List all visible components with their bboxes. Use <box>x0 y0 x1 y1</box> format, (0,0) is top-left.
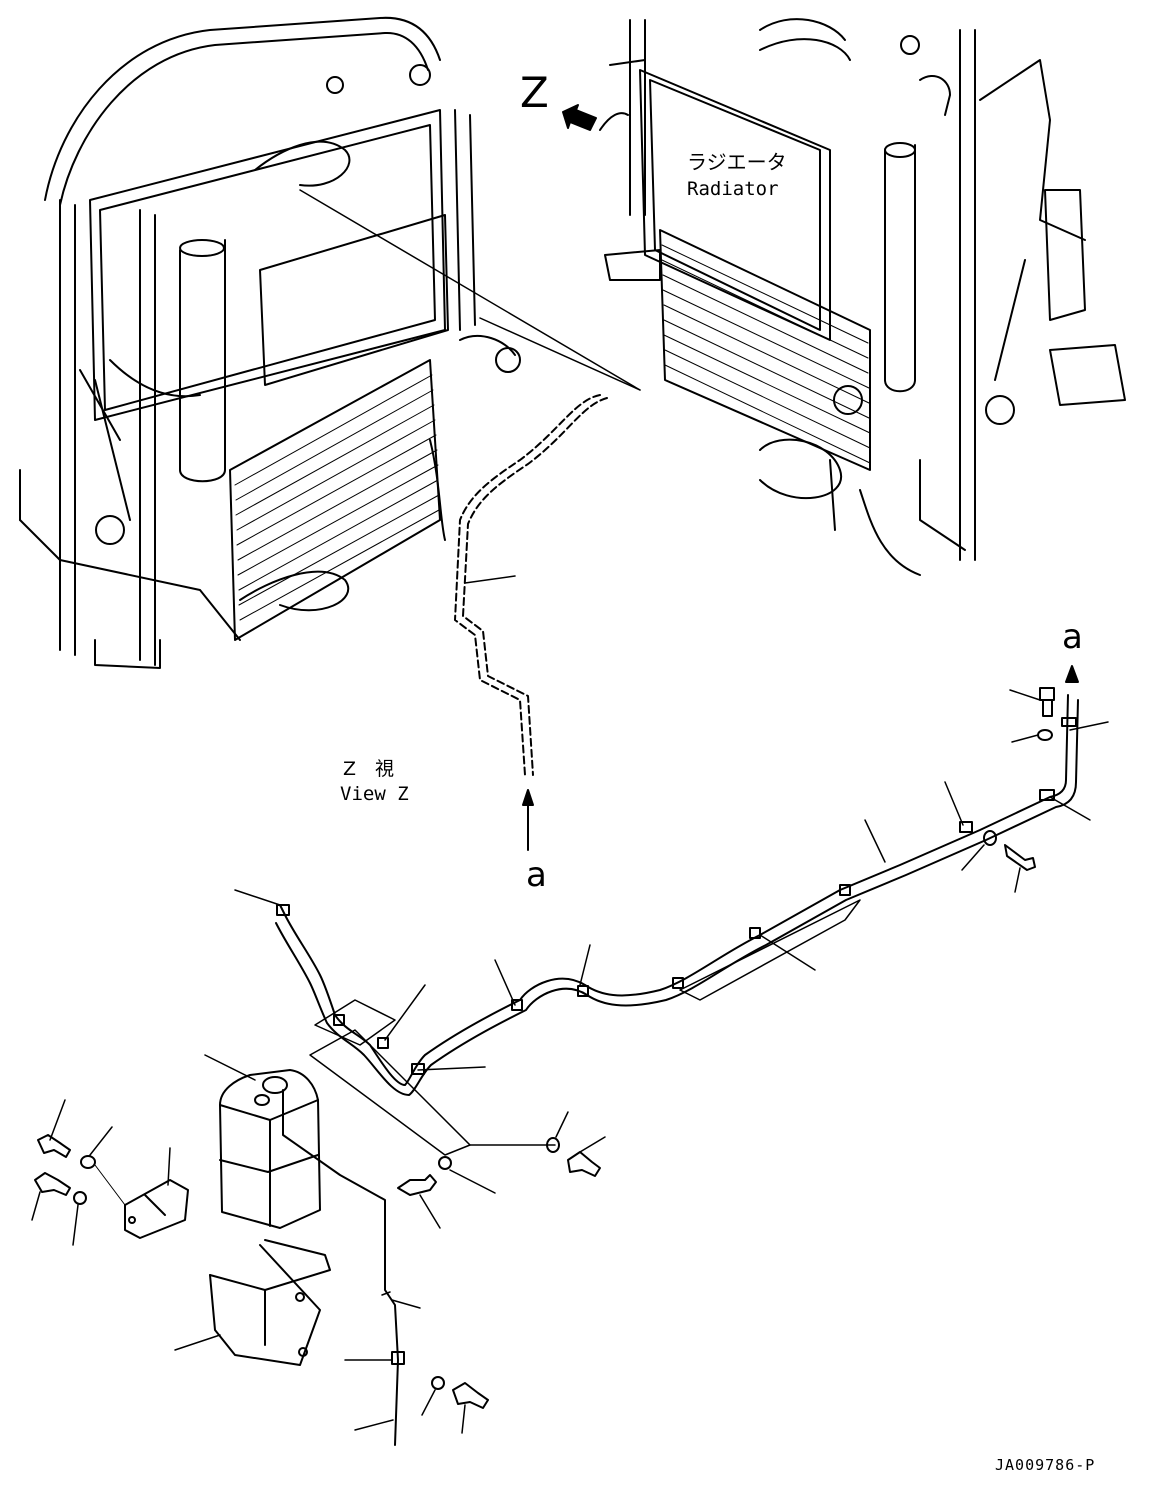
part-code: JA009786-P <box>995 1456 1096 1474</box>
connection-label-a-right: a <box>1062 617 1083 657</box>
tank-hose <box>282 1089 421 1446</box>
bolt-right-lower <box>567 1136 606 1177</box>
bolt-bottom <box>452 1382 489 1434</box>
washer-left-lower <box>72 1191 87 1246</box>
reservoir-tank <box>204 1054 321 1229</box>
washer-bottom <box>421 1376 445 1416</box>
left-bracket-plate <box>124 1147 189 1239</box>
lower-hose-routing <box>234 665 1109 1156</box>
right-radiator-assembly <box>599 18 1126 576</box>
washer-right-upper <box>1011 729 1053 743</box>
washer-right-mid <box>961 830 997 871</box>
bolt-right-mid <box>1004 844 1036 893</box>
view-z-label-en: View Z <box>340 783 409 805</box>
bolt-right-upper <box>1009 687 1055 717</box>
radiator-label-jp: ラジエータ <box>687 150 787 174</box>
view-z-hose <box>299 189 641 851</box>
mounting-bracket <box>174 1239 331 1366</box>
arrow-up-a-right <box>1065 665 1079 683</box>
bolt-left-lower <box>31 1172 71 1221</box>
left-cooler-fins <box>234 374 440 621</box>
washer-center <box>438 1156 496 1194</box>
washer-left-upper <box>80 1126 126 1206</box>
radiator-label-en: Radiator <box>687 178 779 200</box>
arrow-up-a-mid <box>522 789 534 806</box>
bolt-left-upper <box>37 1099 71 1158</box>
z-view-marker-label: Z <box>520 68 549 117</box>
washer-right-lower <box>546 1111 569 1153</box>
bolt-center <box>397 1174 441 1229</box>
view-z-label-jp: Z 視 <box>343 758 395 780</box>
connection-label-a-mid: a <box>526 855 547 895</box>
right-core-fins <box>661 244 871 464</box>
z-view-arrow <box>562 104 597 131</box>
left-radiator-assembly <box>19 16 521 669</box>
